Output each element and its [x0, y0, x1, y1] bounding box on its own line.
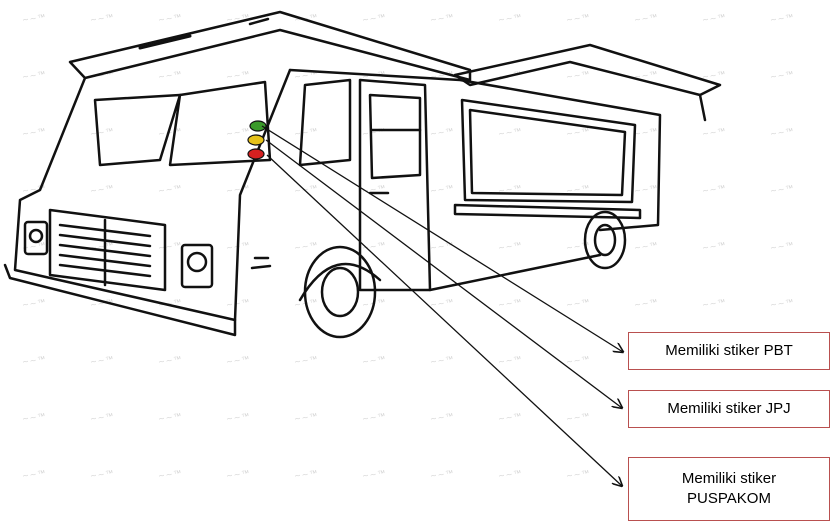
rear-wheel: [585, 212, 625, 268]
counter: [455, 205, 640, 218]
label-pbt: Memiliki stiker PBT: [628, 332, 830, 370]
label-jpj-text: Memiliki stiker JPJ: [667, 399, 790, 419]
headlight-left: [25, 222, 47, 254]
arrow-puspakom: [267, 155, 622, 486]
headlight-right: [182, 245, 212, 287]
truck-roof: [70, 12, 470, 80]
green-sticker: [250, 121, 266, 131]
label-puspakom-line1: Memiliki stiker: [682, 469, 776, 489]
red-sticker: [248, 149, 264, 159]
label-jpj: Memiliki stiker JPJ: [628, 390, 830, 428]
yellow-sticker: [248, 135, 264, 145]
awning: [455, 45, 720, 95]
label-puspakom-line2: PUSPAKOM: [687, 489, 771, 509]
label-pbt-text: Memiliki stiker PBT: [665, 341, 793, 361]
cab-body: [15, 70, 290, 320]
front-wheel: [305, 247, 375, 337]
label-puspakom: Memiliki stiker PUSPAKOM: [628, 457, 830, 521]
service-window: [462, 100, 635, 202]
side-window: [300, 80, 350, 165]
leader-lines: [262, 126, 623, 486]
windshield-left: [95, 95, 180, 165]
truck-outline: [5, 12, 720, 337]
